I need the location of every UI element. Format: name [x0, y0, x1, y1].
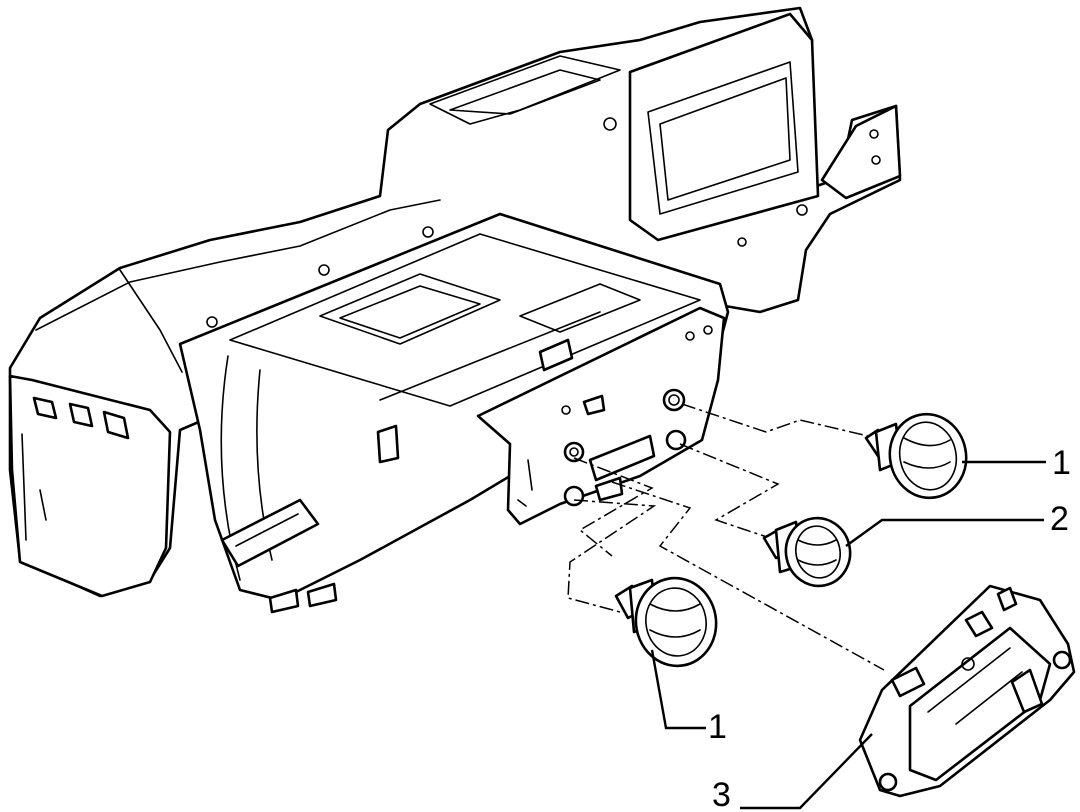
control-panel: [858, 584, 1076, 798]
callout-1-upper: 1: [1052, 444, 1071, 482]
callout-2: 2: [1050, 500, 1069, 538]
alignment-lines: [567, 403, 885, 671]
callout-1-lower: 1: [708, 708, 727, 746]
leader-lines: [650, 460, 1046, 810]
knob-upper-right: [864, 412, 968, 500]
control-bracket: [476, 306, 726, 526]
knob-middle: [762, 516, 852, 588]
knob-lower-left: [614, 576, 718, 668]
callout-3: 3: [712, 776, 731, 812]
